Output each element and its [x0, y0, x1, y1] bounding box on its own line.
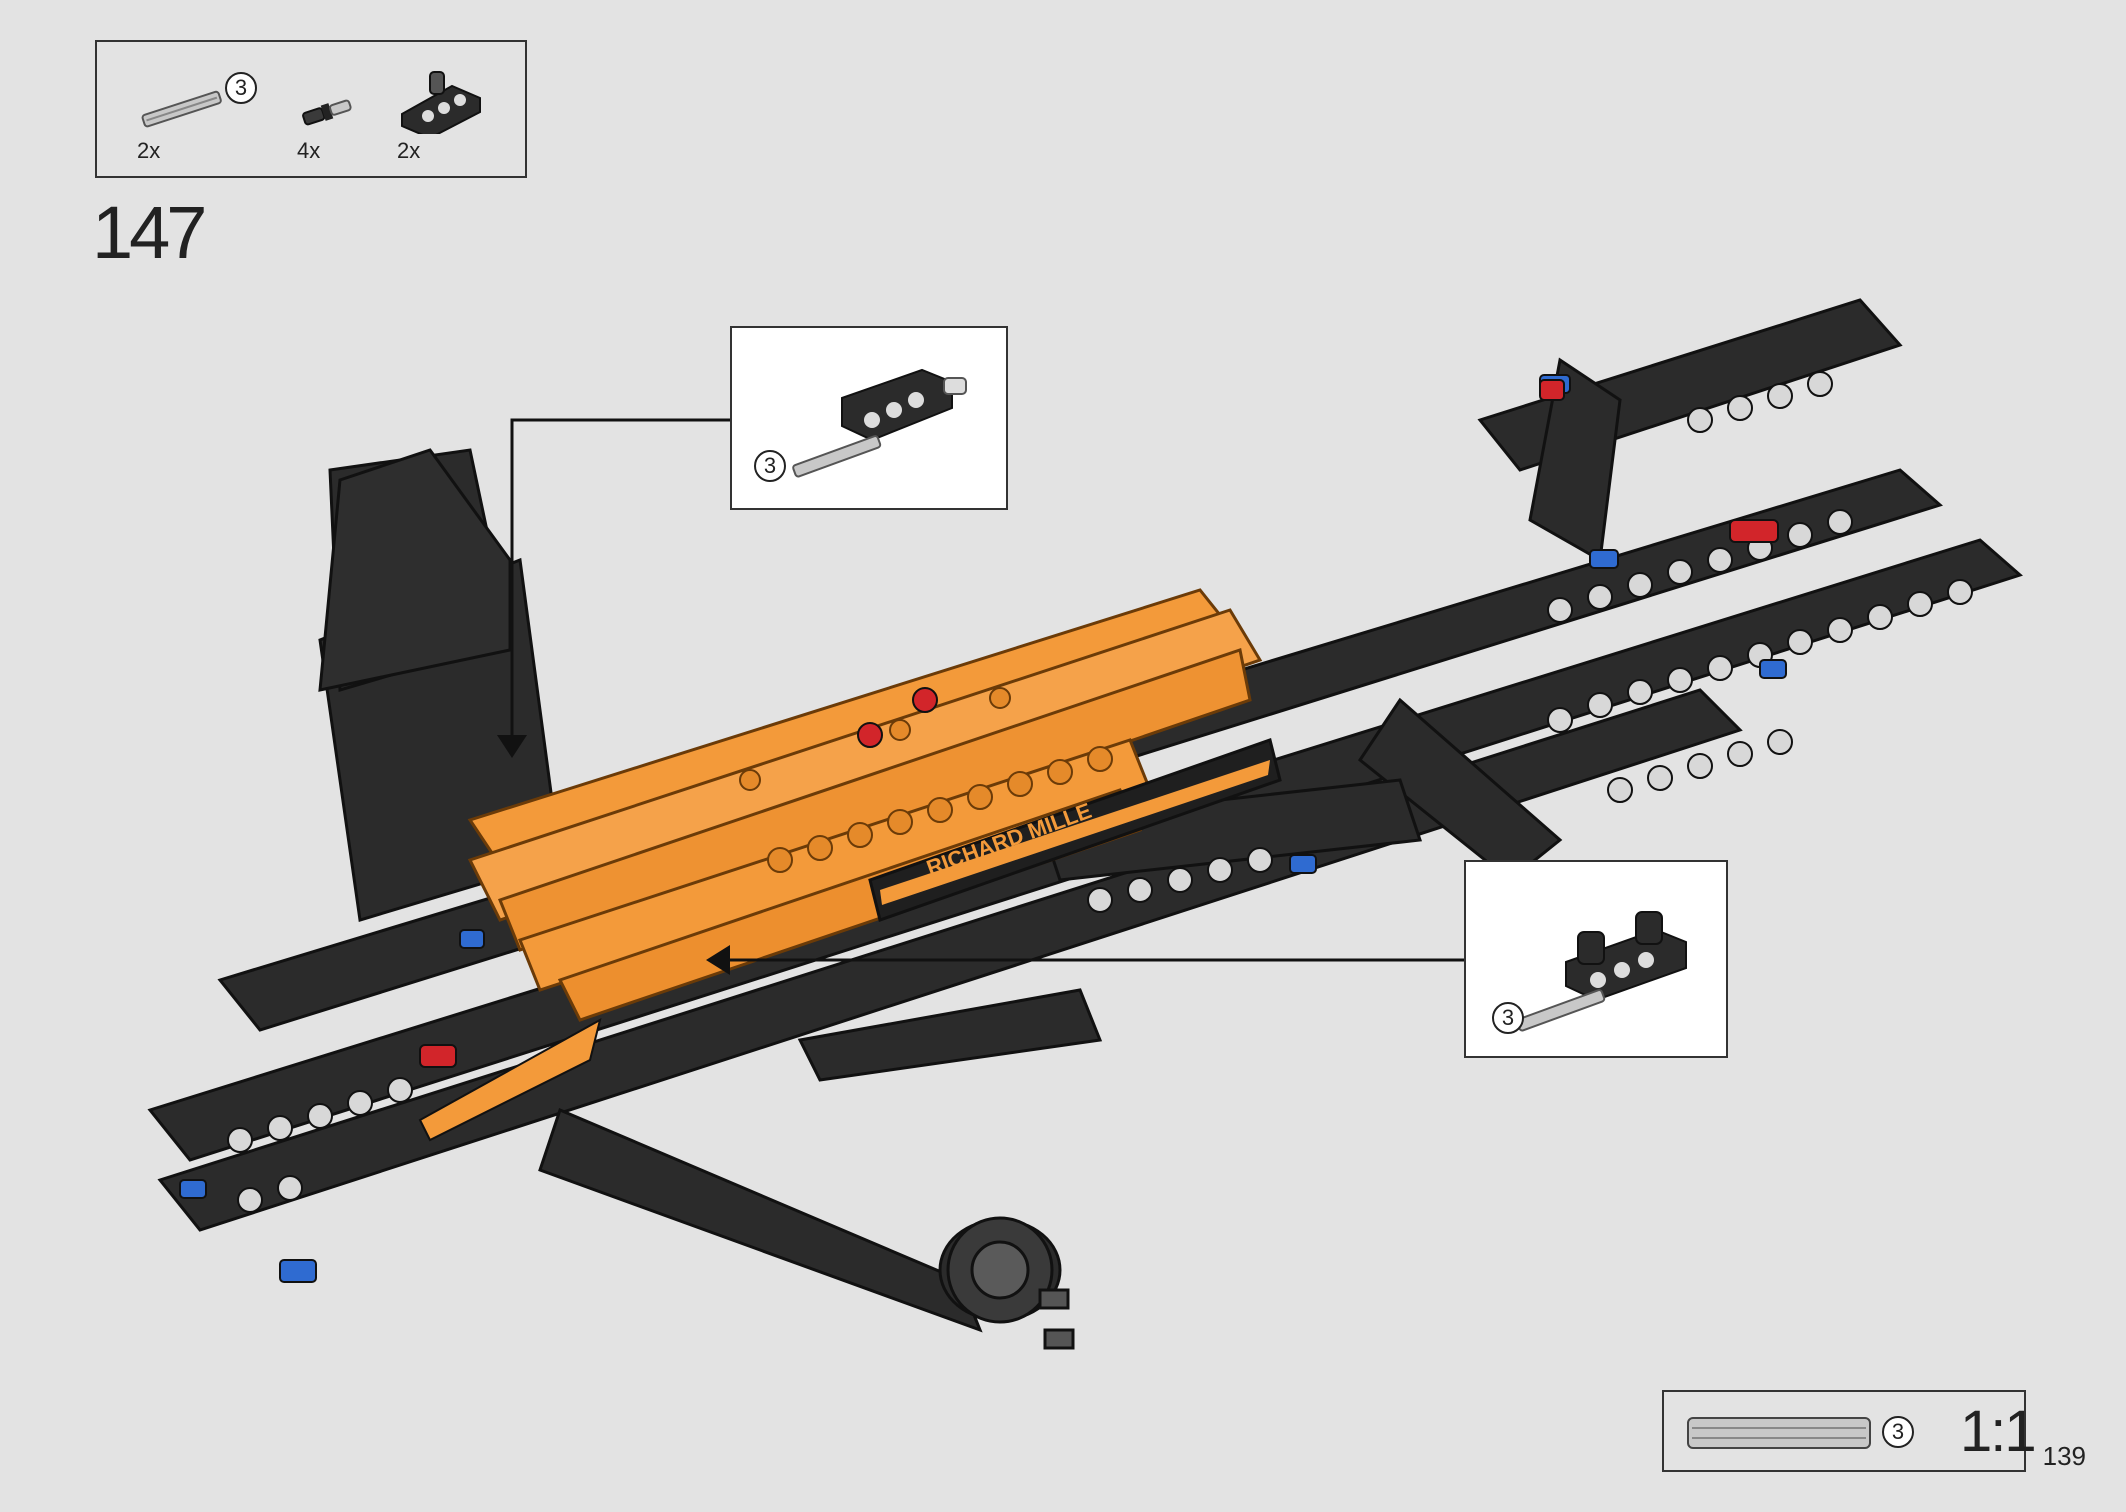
orange-beam-holes [739, 687, 1113, 873]
axle-with-beam-icon [1516, 911, 1687, 1032]
arrow-left-icon [706, 945, 730, 975]
axle-length-badge: 3 [754, 450, 786, 482]
beam-holes [227, 371, 1973, 1213]
connector-pins [179, 374, 1787, 1283]
scale-reference-box: 3 1:1 [1662, 1390, 2037, 1472]
axle-with-beam-icon [792, 368, 967, 478]
axle-3-icon [141, 90, 222, 128]
axle-3-scale-icon [1687, 1417, 1871, 1449]
step-number: 147 [92, 191, 207, 274]
callout-box-2: 3 [1464, 860, 1728, 1058]
axle-pin-icon [302, 99, 352, 126]
callout-box-1: 3 [730, 326, 1008, 510]
page-number: 139 [2042, 1441, 2086, 1471]
orange-body-panels [467, 588, 1263, 1022]
axle-length-badge: 3 [225, 72, 257, 104]
gearbox-hub [946, 1216, 1075, 1350]
beam-connector-icon [401, 71, 481, 134]
arrow-down-icon [497, 735, 527, 758]
callout-lines [510, 418, 1465, 962]
axle-length-badge: 3 [1882, 1416, 1914, 1448]
headrest-panel [318, 448, 512, 692]
parts-quantity: 4x [297, 138, 321, 163]
scale-label: 1:1 [1960, 1399, 2037, 1464]
side-pod: RICHARD MILLE [418, 738, 1282, 1142]
axle-length-badge: 3 [1492, 1002, 1524, 1034]
parts-quantity: 2x [397, 138, 421, 163]
parts-list-box: 3 2x 4x 2x [95, 40, 527, 178]
parts-quantity: 2x [137, 138, 161, 163]
